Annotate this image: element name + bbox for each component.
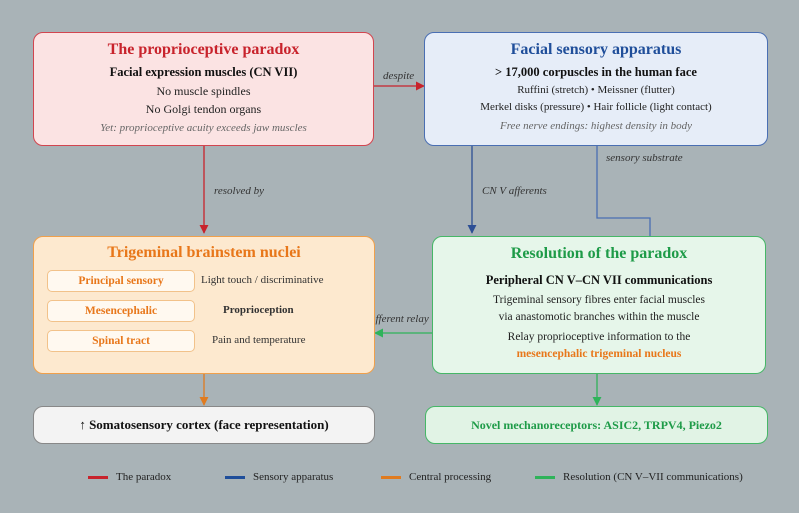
receptors-label: Novel mechanoreceptors: ASIC2, TRPV4, Pi… <box>471 418 722 432</box>
apparatus-line-2: Merkel disks (pressure) • Hair follicle … <box>480 101 712 113</box>
apparatus-title: Facial sensory apparatus <box>510 41 682 58</box>
resolution-box: Resolution of the paradox Peripheral CN … <box>432 236 766 374</box>
nuclei-title: Trigeminal brainstem nuclei <box>107 244 301 261</box>
cortex-box: ↑ Somatosensory cortex (face representat… <box>33 406 375 444</box>
edge-label-afferent-relay: afferent relay <box>370 313 429 325</box>
nucleus-principal-sensory: Principal sensory <box>47 270 195 292</box>
legend-label-resolution: Resolution (CN V–VII communications) <box>563 471 743 483</box>
legend-swatch-red <box>88 475 108 479</box>
legend-item-central: Central processing <box>381 471 491 483</box>
edge-label-resolved-by: resolved by <box>214 185 264 197</box>
resolution-line-3: Relay proprioceptive information to the <box>507 331 691 343</box>
paradox-box: The proprioceptive paradox Facial expres… <box>33 32 374 146</box>
legend-swatch-green <box>535 475 555 479</box>
resolution-line-2: via anastomotic branches within the musc… <box>498 311 700 323</box>
paradox-line-1: No muscle spindles <box>156 84 251 98</box>
legend-swatch-orange <box>381 475 401 479</box>
cortex-label: ↑ Somatosensory cortex (face representat… <box>79 417 329 432</box>
receptors-box: Novel mechanoreceptors: ASIC2, TRPV4, Pi… <box>425 406 768 444</box>
paradox-line-2: No Golgi tendon organs <box>145 102 262 116</box>
legend-label-paradox: The paradox <box>116 471 172 483</box>
paradox-subtitle: Facial expression muscles (CN VII) <box>109 65 298 79</box>
legend-item-paradox: The paradox <box>88 471 171 483</box>
legend-label-apparatus: Sensory apparatus <box>253 471 334 483</box>
nucleus-mesencephalic: Mesencephalic <box>47 300 195 322</box>
edge-label-despite: despite <box>383 70 415 82</box>
apparatus-line-1: Ruffini (stretch) • Meissner (flutter) <box>517 84 675 96</box>
apparatus-subtitle: > 17,000 corpuscles in the human face <box>495 65 697 79</box>
resolution-title: Resolution of the paradox <box>510 245 688 262</box>
edge-label-cn-v-afferents: CN V afferents <box>482 185 547 197</box>
edge-label-sensory-substrate: sensory substrate <box>606 152 683 164</box>
nucleus-mesencephalic-desc: Proprioception <box>223 304 294 316</box>
nucleus-principal-sensory-desc: Light touch / discriminative <box>201 274 324 286</box>
edge-sensory-substrate <box>596 146 651 236</box>
resolution-line-1: Trigeminal sensory fibres enter facial m… <box>493 294 705 306</box>
legend-item-apparatus: Sensory apparatus <box>225 471 333 483</box>
nucleus-spinal-tract: Spinal tract <box>47 330 195 352</box>
legend-label-central: Central processing <box>409 471 492 483</box>
legend-swatch-blue <box>225 475 245 479</box>
nucleus-spinal-tract-desc: Pain and temperature <box>212 334 306 346</box>
paradox-note: Yet: proprioceptive acuity exceeds jaw m… <box>100 122 307 134</box>
resolution-line-4: mesencephalic trigeminal nucleus <box>516 348 682 360</box>
apparatus-note: Free nerve endings: highest density in b… <box>499 120 693 132</box>
resolution-subtitle: Peripheral CN V–CN VII communications <box>485 273 713 287</box>
apparatus-box: Facial sensory apparatus > 17,000 corpus… <box>424 32 768 146</box>
legend-item-resolution: Resolution (CN V–VII communications) <box>535 471 743 483</box>
paradox-title: The proprioceptive paradox <box>107 41 300 58</box>
